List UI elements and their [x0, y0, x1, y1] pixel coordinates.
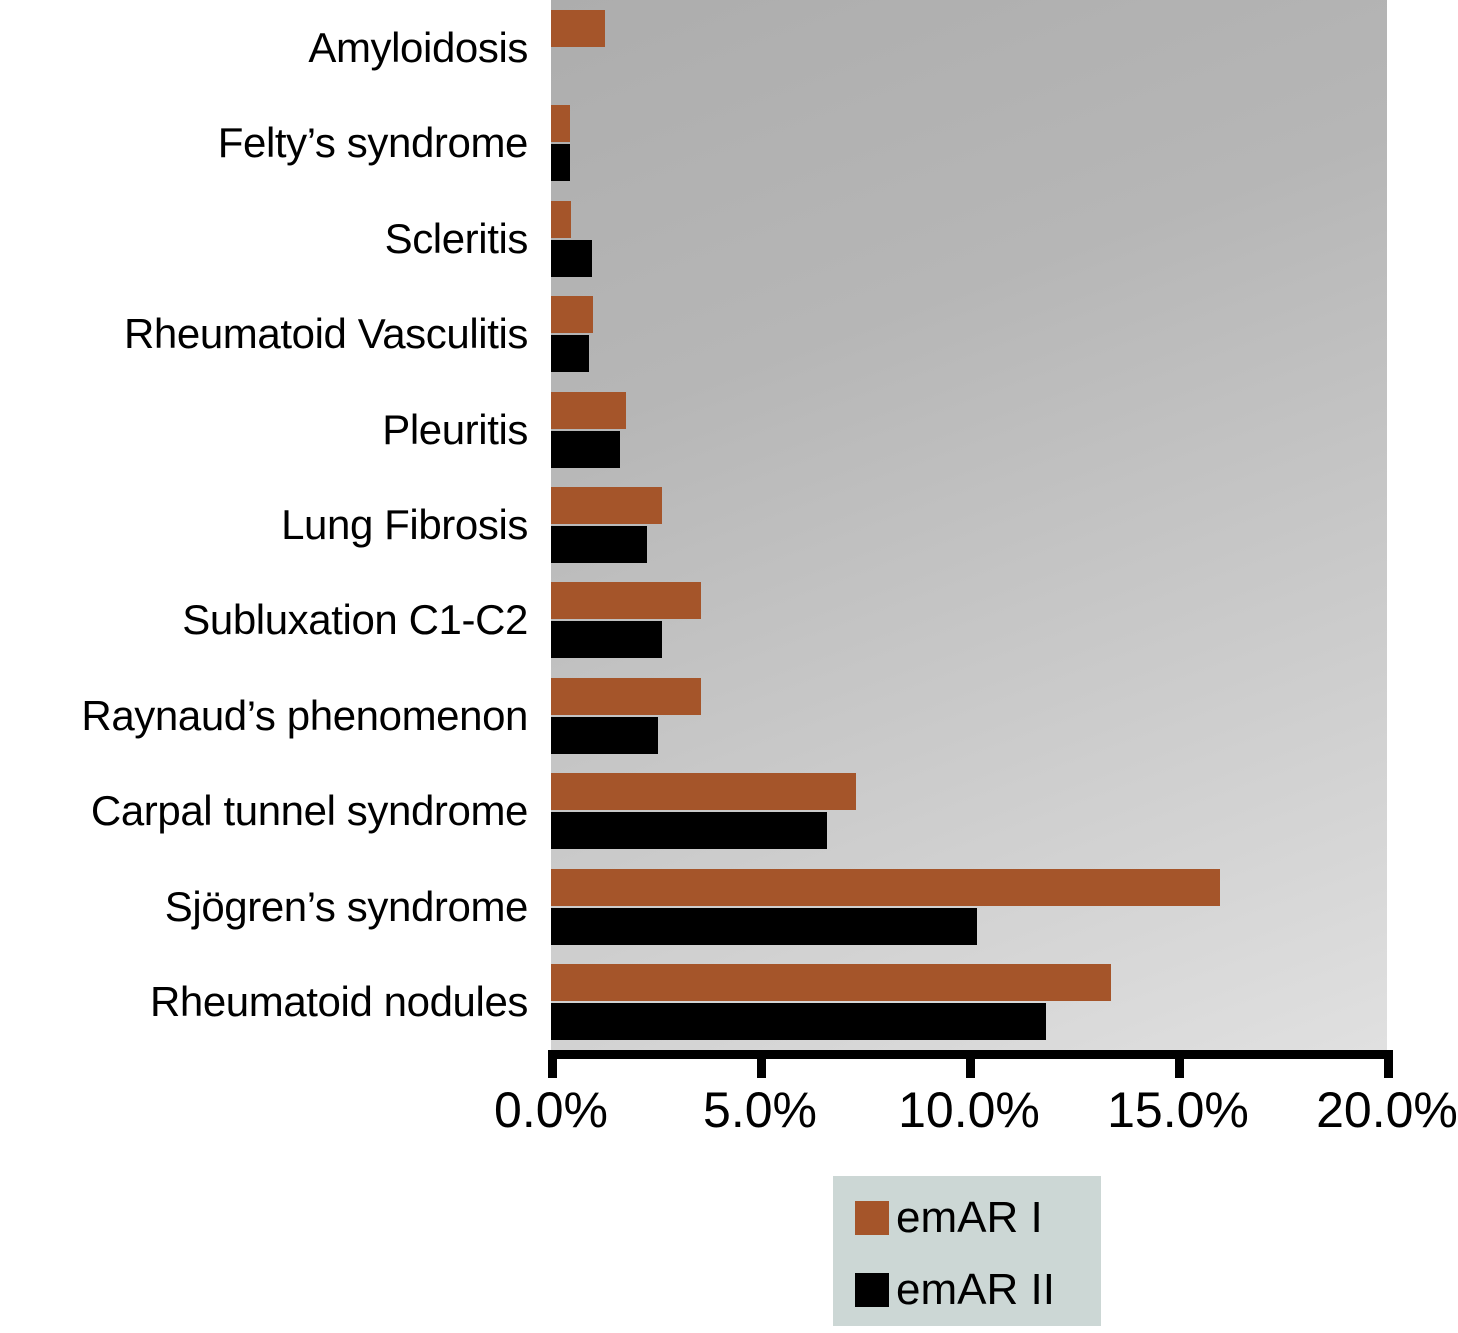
- category-label: Raynaud’s phenomenon: [81, 691, 528, 739]
- category-label: Subluxation C1-C2: [182, 596, 528, 644]
- x-axis-tick-label: 20.0%: [1316, 1082, 1458, 1138]
- category-label: Amyloidosis: [308, 23, 528, 71]
- chart-legend: emAR I emAR II: [833, 1176, 1101, 1326]
- x-axis-tick-label: 15.0%: [1107, 1082, 1249, 1138]
- legend-swatch-emar-ii: [855, 1273, 889, 1307]
- bar-emar-i: [551, 105, 570, 143]
- bar-emar-i: [551, 868, 1220, 906]
- bar-emar-ii: [551, 430, 620, 468]
- x-axis-tick-label: 5.0%: [703, 1082, 817, 1138]
- bar-emar-ii: [551, 621, 662, 659]
- x-axis-tick-label: 0.0%: [494, 1082, 608, 1138]
- x-axis-tick-label: 10.0%: [898, 1082, 1040, 1138]
- bar-emar-ii: [551, 812, 827, 850]
- bar-emar-ii: [551, 526, 648, 563]
- category-label: Scleritis: [384, 214, 529, 262]
- bar-emar-ii: [551, 144, 570, 182]
- x-axis-tick: [548, 1050, 557, 1078]
- plot-area: [551, 0, 1387, 1050]
- bar-emar-ii: [551, 1003, 1047, 1041]
- legend-item-emar-i[interactable]: emAR I: [855, 1196, 1043, 1240]
- legend-label-emar-i: emAR I: [896, 1193, 1043, 1242]
- bar-emar-i: [551, 296, 593, 334]
- x-axis-tick: [1384, 1050, 1393, 1078]
- category-label: Sjögren’s syndrome: [164, 882, 529, 930]
- category-label: Felty’s syndrome: [217, 119, 529, 167]
- x-axis-tick: [966, 1050, 975, 1078]
- bar-emar-i: [551, 391, 627, 429]
- bar-emar-i: [551, 964, 1112, 1002]
- category-label: Rheumatoid Vasculitis: [123, 310, 528, 358]
- bar-emar-i: [551, 677, 702, 715]
- category-label: Rheumatoid nodules: [149, 978, 528, 1026]
- bar-emar-i: [551, 9, 606, 47]
- bar-emar-i: [551, 487, 662, 524]
- category-label: Carpal tunnel syndrome: [90, 787, 529, 835]
- bar-emar-ii: [551, 907, 978, 945]
- bar-emar-i: [551, 582, 702, 620]
- legend-item-emar-ii[interactable]: emAR II: [855, 1268, 1055, 1312]
- bar-emar-i: [551, 200, 572, 238]
- category-label: Lung Fibrosis: [281, 501, 528, 548]
- legend-label-emar-ii: emAR II: [896, 1265, 1055, 1314]
- bar-emar-ii: [551, 239, 592, 277]
- x-axis-tick: [1175, 1050, 1184, 1078]
- category-label: Pleuritis: [382, 405, 528, 453]
- legend-swatch-emar-i: [855, 1201, 889, 1235]
- x-axis-tick: [757, 1050, 766, 1078]
- bar-emar-ii: [551, 335, 590, 373]
- bar-emar-ii: [551, 716, 658, 754]
- bar-emar-i: [551, 773, 857, 811]
